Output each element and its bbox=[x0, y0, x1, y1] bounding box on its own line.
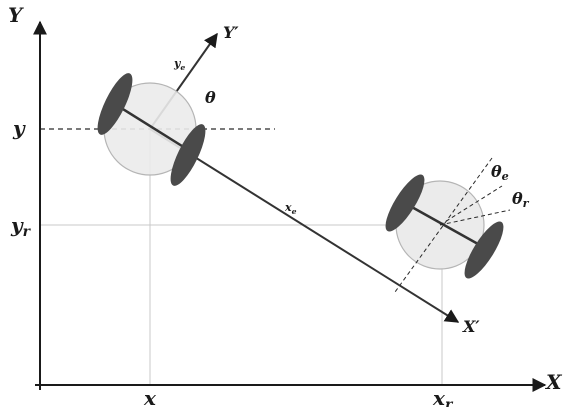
theta-e-base: θ bbox=[491, 162, 502, 181]
actual-robot bbox=[97, 73, 206, 186]
theta-e-label: θe bbox=[491, 162, 509, 183]
error-y-label: ye bbox=[173, 57, 185, 72]
theta-e-ray bbox=[439, 185, 503, 226]
axis-y-label: Y bbox=[8, 3, 24, 27]
tick-x-label: x bbox=[143, 386, 157, 407]
tick-xr-sub: r bbox=[445, 397, 454, 407]
reference-robot bbox=[385, 157, 511, 293]
error-x-base: x bbox=[284, 201, 292, 214]
theta-r-sub: r bbox=[523, 196, 530, 210]
error-y-base: y bbox=[173, 57, 182, 70]
error-x-label: xe bbox=[284, 201, 297, 216]
reference-robot-wheel-left bbox=[385, 174, 425, 232]
tick-yr-sub: r bbox=[23, 224, 32, 240]
theta-r-label: θr bbox=[512, 189, 530, 210]
error-x-sub: e bbox=[292, 207, 297, 216]
axis-x-label: X bbox=[544, 370, 563, 394]
error-y-sub: e bbox=[180, 63, 185, 72]
robot-x-axis bbox=[149, 128, 460, 323]
theta-label: θ bbox=[205, 88, 216, 107]
robot-axis-x-label: X′ bbox=[462, 317, 480, 336]
theta-e-sub: e bbox=[502, 169, 509, 183]
guide-lines bbox=[40, 128, 443, 385]
reference-robot-wheel-right bbox=[464, 221, 504, 279]
theta-r-ray bbox=[439, 209, 511, 226]
actual-robot-axle bbox=[117, 104, 191, 153]
tick-yr-base: y bbox=[10, 213, 24, 237]
tick-xr-base: x bbox=[432, 386, 446, 407]
tick-y-label: y bbox=[12, 116, 26, 140]
actual-robot-wheel-left bbox=[97, 73, 133, 135]
tick-xr-label: xr bbox=[432, 386, 454, 407]
tick-yr-label: yr bbox=[10, 213, 32, 240]
reference-robot-axle bbox=[409, 204, 479, 246]
global-axes bbox=[33, 20, 547, 392]
robot-frame bbox=[149, 32, 460, 323]
robot-axis-y-label: Y′ bbox=[223, 23, 239, 42]
labels: Y X y yr x xr Y′ X′ θ ye xe θe θr bbox=[8, 3, 563, 407]
actual-robot-wheel-right bbox=[170, 124, 206, 186]
theta-r-base: θ bbox=[512, 189, 523, 208]
